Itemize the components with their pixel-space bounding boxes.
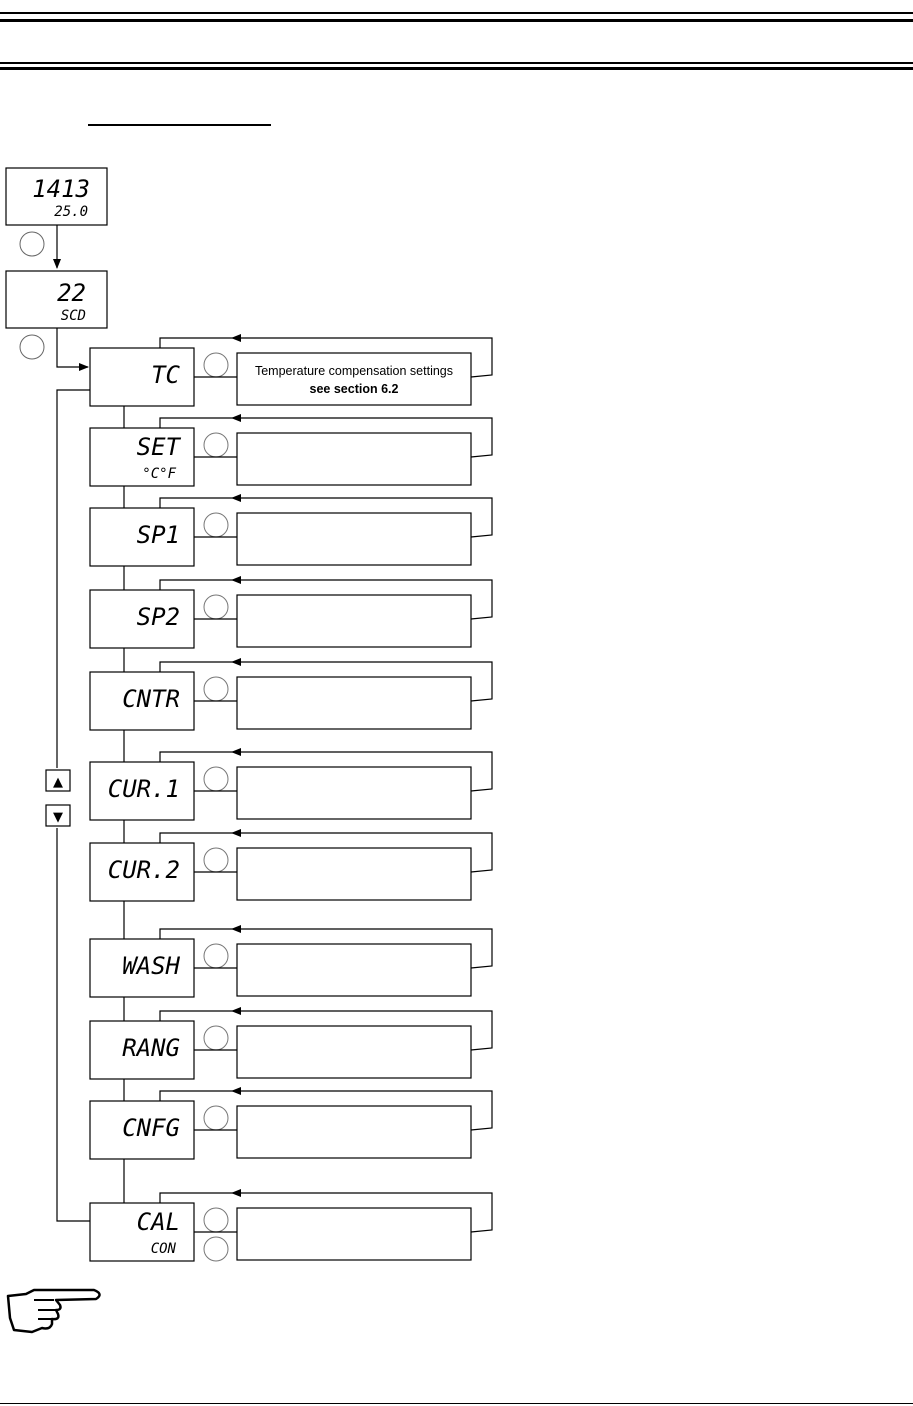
- menu-row: CNTR: [89, 658, 493, 762]
- menu-row: SP2: [89, 576, 493, 672]
- start-display-value: 1413: [32, 175, 90, 203]
- code-display-label: SCD: [61, 308, 86, 324]
- up-arrow-icon: ▲: [53, 775, 63, 790]
- menu-display-sublabel: °C°F: [142, 466, 176, 482]
- code-display-value: 22: [57, 279, 86, 307]
- enter-key-circle[interactable]: [203, 676, 229, 702]
- menu-display-box[interactable]: [89, 938, 195, 998]
- menu-description-box: [236, 943, 472, 997]
- start-display-temp: 25.0: [54, 204, 88, 220]
- section-heading-underline: [88, 124, 271, 126]
- menu-items: TC Temperature compensation settings see s…: [89, 334, 493, 1262]
- menu-description-box: [236, 847, 472, 901]
- menu-display-box[interactable]: [89, 671, 195, 731]
- menu-display-box[interactable]: [89, 589, 195, 649]
- menu-row: CUR.2: [89, 829, 493, 939]
- menu-description-box: [236, 676, 472, 730]
- down-key[interactable]: ▼: [45, 804, 71, 827]
- enter-key-circle[interactable]: [203, 352, 229, 378]
- menu-description-box: [236, 1207, 472, 1261]
- menu-display-label: CUR.2: [108, 856, 180, 884]
- menu-row: RANG: [89, 1007, 493, 1101]
- enter-key-circle[interactable]: [203, 512, 229, 538]
- menu-row: TC Temperature compensation settings see s…: [89, 334, 493, 428]
- menu-description-box: [236, 512, 472, 566]
- pointing-hand-icon: [6, 1288, 101, 1334]
- enter-key-circle[interactable]: [203, 943, 229, 969]
- enter-key-circle[interactable]: [203, 1105, 229, 1131]
- menu-display-label: WASH: [122, 952, 180, 980]
- enter-key-circle[interactable]: [203, 1207, 229, 1233]
- menu-row: WASH: [89, 925, 493, 1021]
- menu-display-box[interactable]: [89, 1100, 195, 1160]
- menu-row: CNFG: [89, 1087, 493, 1203]
- menu-display-label: CNFG: [122, 1114, 180, 1142]
- menu-description-line1: Temperature compensation settings: [255, 364, 453, 378]
- menu-description-box: [236, 1025, 472, 1079]
- menu-description-box: [236, 766, 472, 820]
- menu-row: CUR.1: [89, 748, 493, 843]
- menu-display-box[interactable]: [89, 347, 195, 407]
- header-rule-thick: [0, 19, 913, 22]
- footer-rule: [0, 1403, 913, 1404]
- menu-row: SET °C°F: [89, 414, 493, 508]
- start-display: 1413 25.0: [5, 167, 108, 226]
- menu-description-box: [236, 432, 472, 486]
- menu-description-line2: see section 6.2: [310, 382, 399, 396]
- enter-key-circle[interactable]: [203, 594, 229, 620]
- menu-display-label: CNTR: [122, 685, 180, 713]
- menu-display-label: SP2: [137, 603, 180, 631]
- header-bottom-rule-1: [0, 62, 913, 64]
- menu-display-label: CUR.1: [108, 775, 180, 803]
- menu-display-box[interactable]: [89, 842, 195, 902]
- header-top-rule: [0, 12, 913, 14]
- enter-key-circle[interactable]: [203, 766, 229, 792]
- menu-display-box[interactable]: [89, 761, 195, 821]
- code-display: 22 SCD: [5, 270, 108, 329]
- enter-key-circle[interactable]: [203, 432, 229, 458]
- menu-display-label: TC: [151, 361, 180, 389]
- menu-display-box[interactable]: [89, 1020, 195, 1080]
- key-button-circle[interactable]: [19, 231, 45, 257]
- menu-display-label: SP1: [137, 521, 180, 549]
- down-arrow-icon: ▼: [53, 810, 63, 825]
- menu-display-label: CAL: [137, 1208, 180, 1236]
- menu-description-box: [236, 352, 472, 406]
- menu-row: SP1: [89, 494, 493, 590]
- enter-key-circle[interactable]: [203, 847, 229, 873]
- menu-display-label: RANG: [122, 1034, 180, 1062]
- enter-key-circle[interactable]: [203, 1025, 229, 1051]
- menu-display-label: SET: [137, 433, 182, 461]
- header-bottom-rule-2: [0, 67, 913, 70]
- menu-row: CAL CON: [89, 1189, 493, 1262]
- menu-display-sublabel: CON: [151, 1241, 177, 1257]
- menu-display-box[interactable]: [89, 427, 195, 487]
- menu-description-box: [236, 1105, 472, 1159]
- menu-description-box: [236, 594, 472, 648]
- up-key[interactable]: ▲: [45, 769, 71, 792]
- key-button-circle[interactable]: [19, 334, 45, 360]
- enter-key-circle-2[interactable]: [203, 1236, 229, 1262]
